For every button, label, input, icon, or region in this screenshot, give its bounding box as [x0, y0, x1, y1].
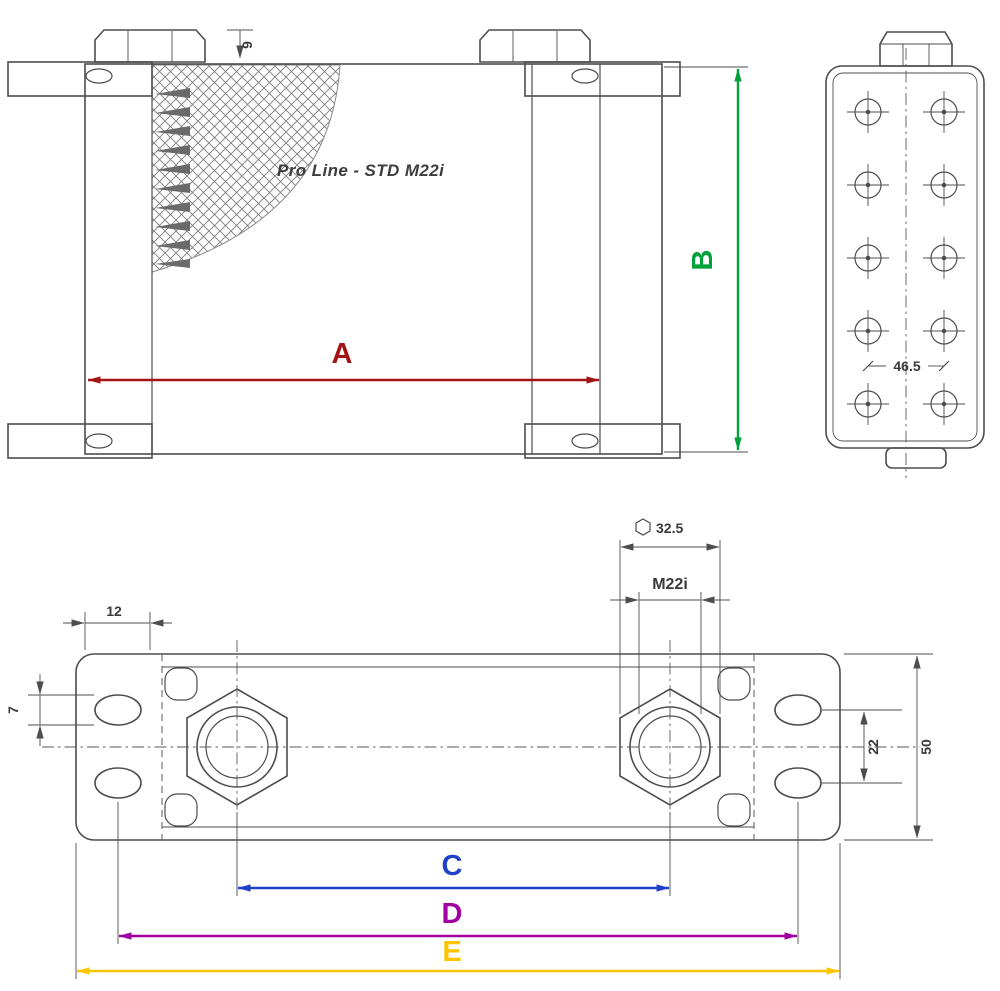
port-hole — [846, 163, 890, 207]
product-label: Pro Line - STD M22i — [277, 161, 445, 180]
side-body-outer — [825, 65, 985, 449]
mounting-slots — [94, 694, 822, 799]
bottom-view: 12 7 32.5 M22i — [5, 518, 934, 979]
fin-arrows — [155, 88, 190, 268]
mounting-slot — [94, 767, 142, 799]
dim-hex-across-flats: 32.5 — [619, 518, 721, 714]
dim-C-label: C — [442, 850, 463, 882]
dim-A: A — [87, 338, 600, 384]
dim-depth-value: 46.5 — [893, 358, 920, 374]
mounting-slot — [774, 694, 822, 726]
dim-C: C — [236, 812, 671, 896]
port-hole — [922, 90, 966, 134]
dim-A-label: A — [332, 338, 353, 370]
dim-D-label: D — [442, 898, 463, 930]
port-hole — [922, 163, 966, 207]
port-hole — [846, 382, 890, 426]
dim-hex-value: 32.5 — [656, 520, 683, 536]
dim-7-value: 7 — [5, 706, 21, 714]
dim-E: E — [75, 843, 841, 979]
hexagon-symbol — [635, 518, 651, 536]
dim-D: D — [117, 802, 799, 944]
dim-E-label: E — [442, 936, 461, 968]
port-hole — [922, 236, 966, 280]
flange-slot — [85, 68, 113, 84]
mounting-flanges — [7, 61, 681, 459]
side-body-inner — [832, 72, 978, 442]
thread-label: M22i — [652, 576, 688, 593]
end-tabs — [164, 667, 751, 827]
top-nuts — [94, 29, 591, 63]
side-bottom-tab — [885, 447, 947, 469]
dim-22-value: 22 — [865, 739, 881, 755]
port-hole — [846, 236, 890, 280]
mounting-slot — [774, 767, 822, 799]
port-hole — [922, 309, 966, 353]
dim-height: 50 — [844, 653, 934, 841]
port-hole — [922, 382, 966, 426]
side-view: 46.5 — [825, 31, 985, 478]
dim-slot-offset: 12 — [63, 603, 172, 650]
dim-slot-width: 7 — [5, 674, 94, 746]
flange-slot — [571, 68, 599, 84]
dim-port-offset: 22 — [822, 709, 902, 784]
port-hole — [846, 90, 890, 134]
mounting-slot — [94, 694, 142, 726]
dim-B: B — [664, 66, 748, 453]
port-hole — [846, 309, 890, 353]
dim-flange-thickness: 9 — [227, 29, 255, 59]
side-top-nut — [879, 31, 953, 67]
dim-depth: 46.5 — [862, 358, 950, 374]
dim-12-value: 12 — [106, 603, 122, 619]
dim-9-value: 9 — [239, 41, 255, 49]
flange-slot — [85, 433, 113, 449]
dim-thread: M22i — [610, 576, 730, 714]
front-view: Pro Line - STD M22i 9 A B — [7, 29, 748, 459]
cooler-body — [84, 63, 663, 455]
flange-slot — [571, 433, 599, 449]
dim-B-label: B — [687, 250, 719, 271]
dim-50-value: 50 — [918, 739, 934, 755]
